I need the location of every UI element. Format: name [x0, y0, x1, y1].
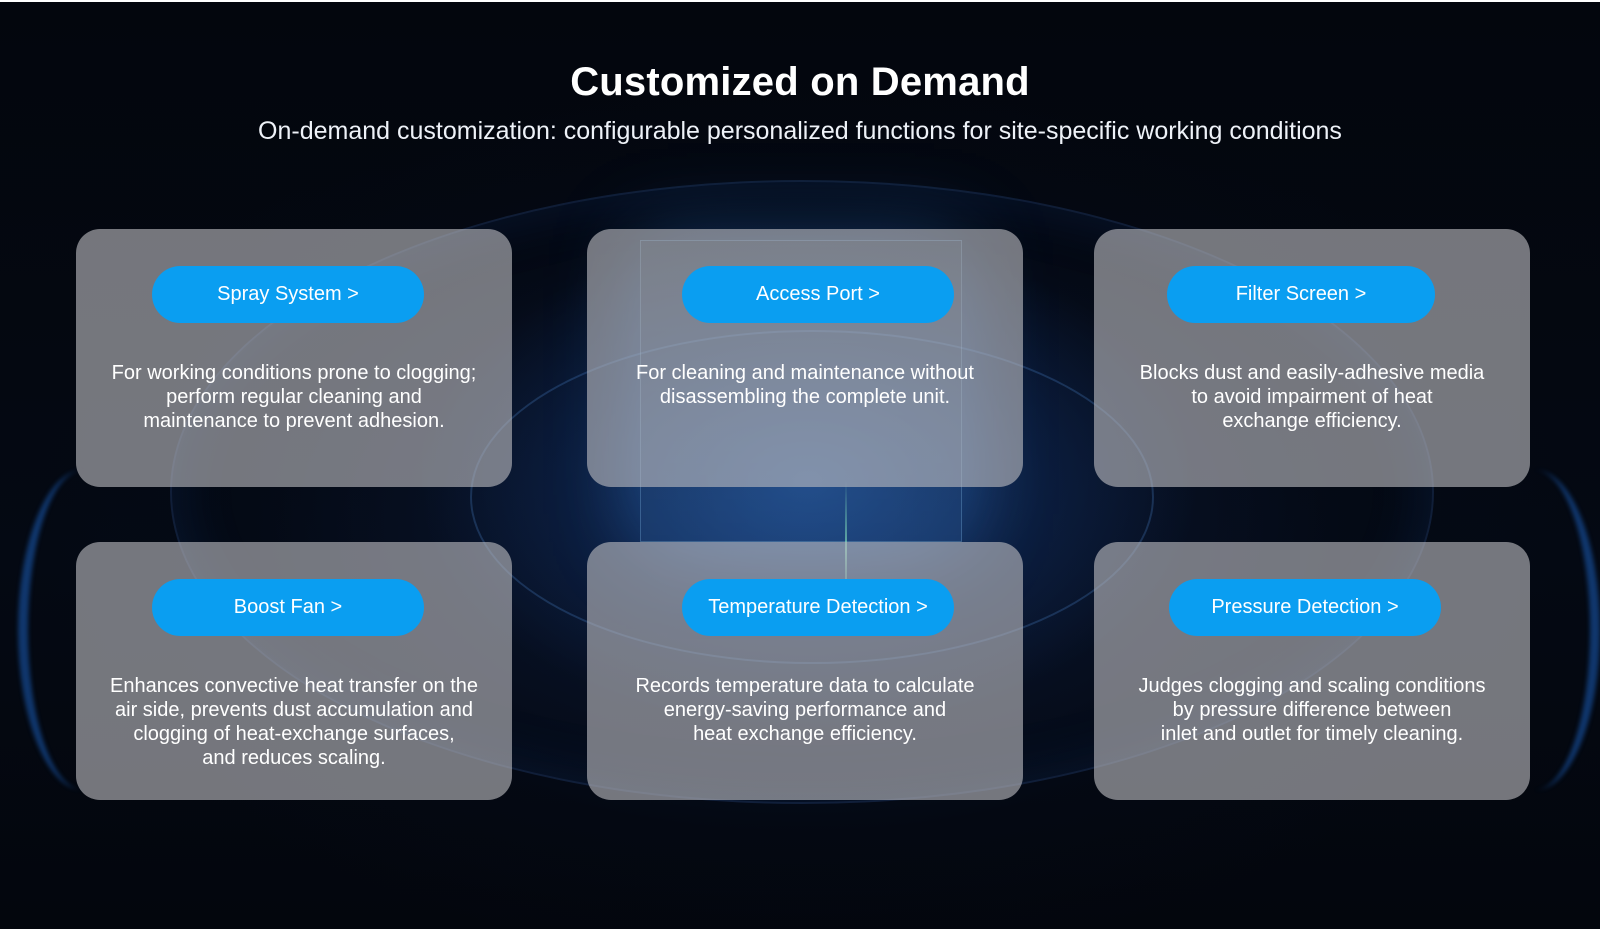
description-line: maintenance to prevent adhesion. [143, 410, 445, 432]
description-line: and reduces scaling. [202, 747, 386, 769]
feature-card-pressure-detection: Pressure Detection > Judges clogging and… [1094, 542, 1530, 800]
description-line: by pressure difference between [1172, 699, 1452, 721]
pressure-detection-button[interactable]: Pressure Detection > [1169, 579, 1441, 636]
feature-card-access-port: Access Port > For cleaning and maintenan… [587, 229, 1023, 487]
feature-card-temperature-detection: Temperature Detection > Records temperat… [587, 542, 1023, 800]
spray-system-button[interactable]: Spray System > [152, 266, 424, 323]
description-line: Records temperature data to calculate [635, 675, 975, 697]
description-line: perform regular cleaning and [166, 386, 422, 408]
description-line: inlet and outlet for timely cleaning. [1160, 723, 1464, 745]
description-line: energy-saving performance and [663, 699, 947, 721]
page-subtitle: On-demand customization: configurable pe… [258, 117, 1342, 145]
top-border [0, 0, 1600, 2]
description-line: Judges clogging and scaling conditions [1138, 675, 1486, 697]
filter-screen-description: Blocks dust and easily-adhesive media to… [1102, 361, 1522, 433]
description-line: air side, prevents dust accumulation and [115, 699, 473, 721]
page-title: Customized on Demand [570, 60, 1030, 104]
boost-fan-description: Enhances convective heat transfer on the… [84, 674, 504, 770]
temperature-detection-description: Records temperature data to calculate en… [595, 674, 1015, 746]
description-line: disassembling the complete unit. [659, 386, 951, 408]
feature-card-spray-system: Spray System > For working conditions pr… [76, 229, 512, 487]
feature-card-filter-screen: Filter Screen > Blocks dust and easily-a… [1094, 229, 1530, 487]
description-line: to avoid impairment of heat [1191, 386, 1433, 408]
temperature-detection-button[interactable]: Temperature Detection > [682, 579, 954, 636]
pressure-detection-description: Judges clogging and scaling conditions b… [1102, 674, 1522, 746]
description-line: For cleaning and maintenance without [636, 362, 974, 384]
description-line: exchange efficiency. [1222, 410, 1402, 432]
boost-fan-button[interactable]: Boost Fan > [152, 579, 424, 636]
description-line: Enhances convective heat transfer on the [109, 675, 478, 697]
description-line: heat exchange efficiency. [693, 723, 917, 745]
description-line: For working conditions prone to clogging… [111, 362, 477, 384]
description-line: Blocks dust and easily-adhesive media [1139, 362, 1485, 384]
section-header: Customized on Demand On-demand customiza… [0, 50, 1600, 148]
filter-screen-button[interactable]: Filter Screen > [1167, 266, 1435, 323]
spray-system-description: For working conditions prone to clogging… [84, 361, 504, 433]
feature-card-boost-fan: Boost Fan > Enhances convective heat tra… [76, 542, 512, 800]
description-line: clogging of heat-exchange surfaces, [133, 723, 455, 745]
access-port-description: For cleaning and maintenance without dis… [595, 361, 1015, 409]
access-port-button[interactable]: Access Port > [682, 266, 954, 323]
